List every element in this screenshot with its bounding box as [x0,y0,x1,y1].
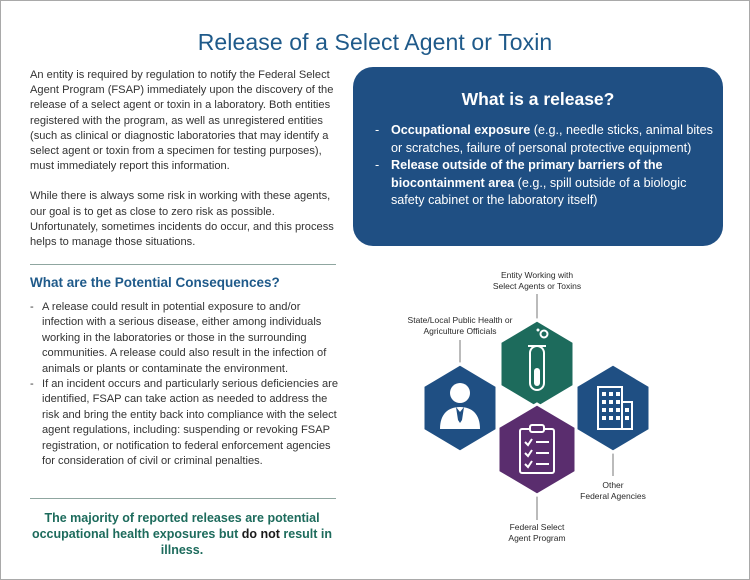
other-label-line-2: Federal Agencies [580,490,646,501]
other-label-line-1: Other [602,480,624,490]
state-officials-label: State/Local Public Health or Agriculture… [395,315,525,336]
page-title: Release of a Select Agent or Toxin [197,29,553,56]
consequences-list: A release could result in potential expo… [30,300,338,469]
intro-paragraph-1: An entity is required by regulation to n… [30,69,334,173]
entity-label-line-2: Select Agents or Toxins [492,280,582,291]
clipboard-checklist-icon [519,424,555,474]
release-type-1-term: Occupational exposure [391,123,531,137]
intro-text: An entity is required by regulation to n… [30,68,340,265]
state-label-line-2: Agriculture Officials [423,325,497,336]
release-type-item-2: Release outside of the primary barriers … [373,157,715,210]
release-type-2-detail: (e.g., spill outside of a biologic safet… [391,175,687,208]
callout-text-end: result in illness. [160,527,333,557]
release-type-2-term: Release outside of the primary barriers … [391,158,663,190]
release-type-item-1: Occupational exposure (e.g., needle stic… [373,122,715,157]
fsap-label-line-2: Agent Program [508,532,566,543]
other-agencies-label: Other Federal Agencies [573,480,653,501]
entity-label-line-1: Entity Working with [500,270,574,280]
release-type-1-detail: (e.g., needle sticks, animal bites or sc… [391,123,713,155]
consequence-item-1: A release could result in potential expo… [30,300,338,377]
release-types-list: Occupational exposure (e.g., needle stic… [373,122,715,210]
fsap-label-line-1: Federal Select [509,522,565,532]
callout-text-start: The majority of reported releases are po… [31,511,320,541]
intro-paragraph-2: While there is always some risk in worki… [30,190,334,249]
stakeholder-diagram: Entity Working with Select Agents or Tox… [380,262,750,562]
person-icon [440,383,480,429]
fsap-hexagon [496,402,578,497]
divider-top [30,264,336,265]
consequence-item-2: If an incident occurs and particularly s… [30,377,338,469]
building-icon [597,386,633,430]
entity-label: Entity Working with Select Agents or Tox… [487,270,587,291]
divider-bottom [30,498,336,499]
stakeholder-diagram-graphic [421,294,652,520]
panel-title: What is a release? [461,89,615,109]
test-tube-icon [528,323,554,391]
callout-emphasis: do not [241,527,280,541]
consequences-heading: What are the Potential Consequences? [30,275,280,290]
fsap-label: Federal Select Agent Program [487,522,587,543]
callout-statement: The majority of reported releases are po… [22,510,342,558]
release-definition-panel: What is a release? Occupational exposure… [353,67,723,246]
state-label-line-1: State/Local Public Health or [407,315,513,325]
